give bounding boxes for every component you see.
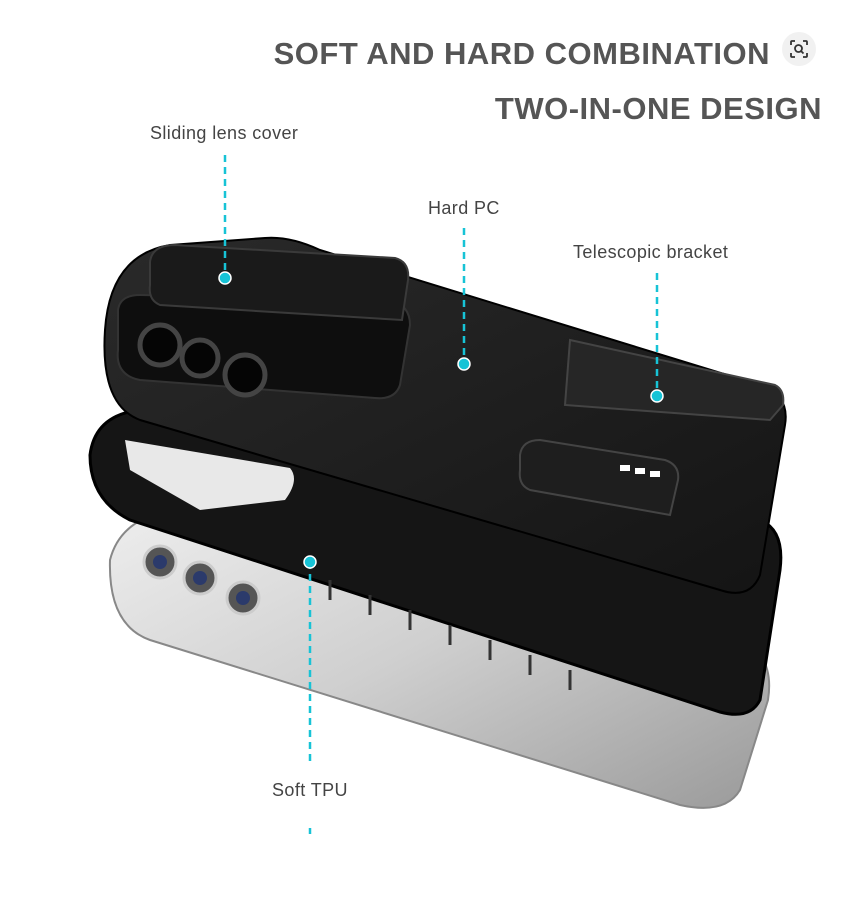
phone-cameras — [142, 544, 261, 616]
label-hard-pc: Hard PC — [428, 198, 500, 218]
callout-dot-bracket — [650, 389, 664, 403]
lens-search-icon — [790, 40, 808, 58]
callout-dot-lens — [218, 271, 232, 285]
visual-search-button[interactable] — [782, 32, 816, 66]
phone-case-illustration — [88, 155, 787, 834]
product-image: SOFT AND HARD COMBINATION TWO-IN-ONE DES… — [88, 36, 822, 834]
headline-line-2: TWO-IN-ONE DESIGN — [494, 91, 822, 126]
sliding-lens-cover — [148, 243, 410, 322]
telescopic-bracket — [563, 338, 785, 422]
label-soft-tpu: Soft TPU — [272, 780, 348, 800]
callout-dot-tpu — [303, 555, 317, 569]
headline-line-1: SOFT AND HARD COMBINATION — [273, 36, 770, 71]
label-sliding-lens-cover: Sliding lens cover — [150, 123, 299, 143]
callout-dot-pc — [457, 357, 471, 371]
label-telescopic-bracket: Telescopic bracket — [573, 242, 729, 262]
